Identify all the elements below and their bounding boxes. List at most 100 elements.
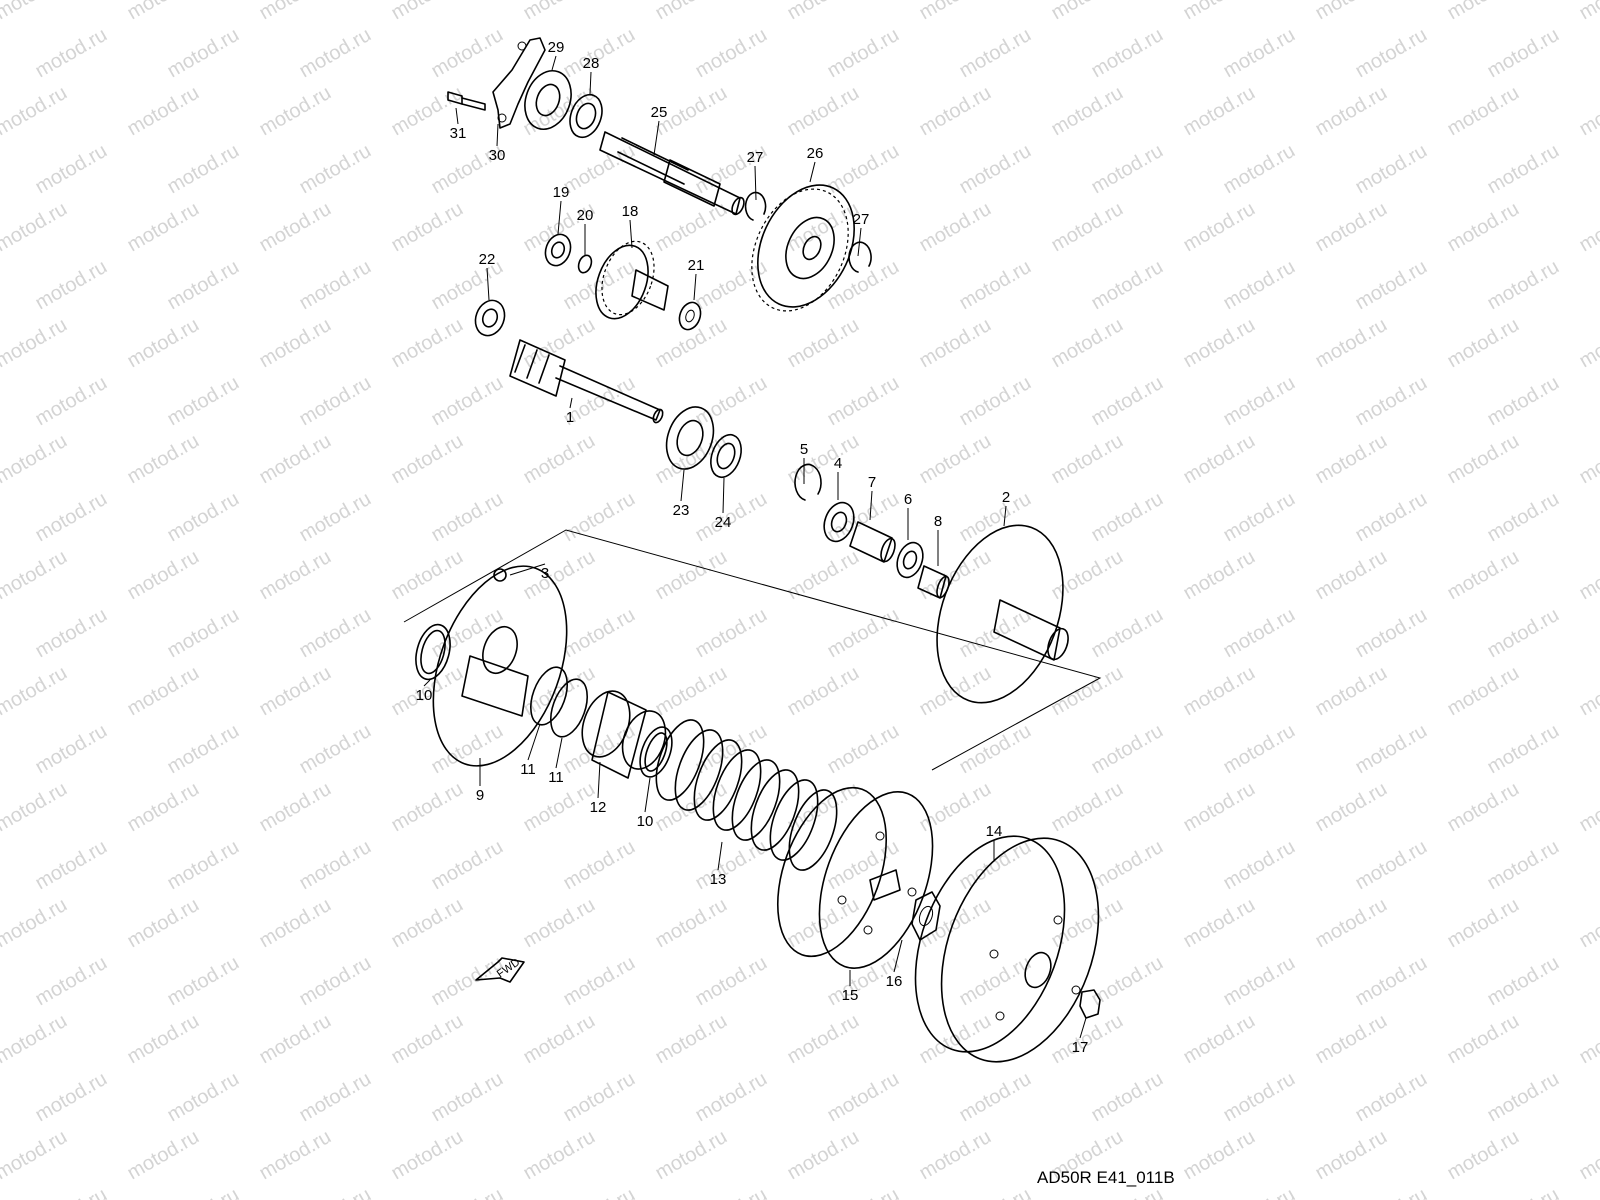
watermark-text: motod.ru [1180, 430, 1259, 489]
callout-leader [717, 841, 723, 871]
watermark-text: motod.ru [32, 952, 111, 1011]
watermark-text: motod.ru [784, 546, 863, 605]
watermark-text: motod.ru [1088, 372, 1167, 431]
watermark-text: motod.ru [164, 1184, 243, 1200]
callout-leader [557, 200, 562, 235]
callout-label: 30 [489, 147, 506, 164]
watermark-text: motod.ru [1088, 836, 1167, 895]
watermark-text: motod.ru [1576, 662, 1600, 721]
watermark-text: motod.ru [1576, 1010, 1600, 1069]
callout-label: 28 [583, 55, 600, 72]
callout-label: 6 [904, 491, 912, 508]
watermark-text: motod.ru [32, 836, 111, 895]
watermark-text: motod.ru [1048, 82, 1127, 141]
watermark-text: motod.ru [1576, 198, 1600, 257]
watermark-text: motod.ru [1220, 488, 1299, 547]
callout-leader [644, 777, 651, 813]
watermark-text: motod.ru [1220, 140, 1299, 199]
watermark-text: motod.ru [1088, 488, 1167, 547]
spring-coil [712, 749, 762, 831]
watermark-text: motod.ru [784, 894, 863, 953]
watermark-text: motod.ru [652, 894, 731, 953]
callout-leader [722, 477, 725, 514]
spring-coil [674, 729, 724, 811]
watermark-text: motod.ru [296, 24, 375, 83]
callout-label: 26 [807, 145, 824, 162]
watermark-text: motod.ru [1220, 24, 1299, 83]
callout-label: 8 [934, 513, 942, 530]
watermark-text: motod.ru [692, 1068, 771, 1127]
callout-leader [423, 679, 431, 687]
watermark-text: motod.ru [784, 0, 863, 24]
watermark-text: motod.ru [0, 1010, 71, 1069]
callout-label: 4 [834, 455, 842, 472]
watermark-text: motod.ru [1444, 198, 1523, 257]
watermark-text: motod.ru [560, 24, 639, 83]
watermark-text: motod.ru [164, 1068, 243, 1127]
watermark-text: motod.ru [388, 314, 467, 373]
callout-leader [857, 227, 862, 257]
watermark-text: motod.ru [164, 488, 243, 547]
watermark-text: motod.ru [824, 1184, 903, 1200]
watermark-text: motod.ru [652, 546, 731, 605]
watermark-text: motod.ru [388, 198, 467, 257]
watermark-text: motod.ru [32, 488, 111, 547]
watermark-text: motod.ru [520, 1010, 599, 1069]
watermark-text: motod.ru [916, 82, 995, 141]
watermark-text: motod.ru [1220, 720, 1299, 779]
watermark-text: motod.ru [916, 1126, 995, 1185]
watermark-text: motod.ru [1088, 256, 1167, 315]
watermark-text: motod.ru [0, 430, 71, 489]
callout-leader [1079, 1017, 1087, 1039]
watermark-text: motod.ru [560, 952, 639, 1011]
watermark-text: motod.ru [1048, 430, 1127, 489]
watermark-text: motod.ru [1312, 546, 1391, 605]
watermark-text: motod.ru [1576, 546, 1600, 605]
watermark-text: motod.ru [1220, 256, 1299, 315]
callout-leader [693, 273, 697, 301]
watermark-text: motod.ru [296, 256, 375, 315]
watermark-text: motod.ru [1484, 1068, 1563, 1127]
watermark-text: motod.ru [1088, 140, 1167, 199]
watermark-text: motod.ru [428, 720, 507, 779]
watermark-text: motod.ru [0, 894, 71, 953]
watermark-text: motod.ru [1312, 662, 1391, 721]
watermark-text: motod.ru [1352, 836, 1431, 895]
watermark-text: motod.ru [652, 662, 731, 721]
spring-coil [750, 769, 800, 851]
watermark-text: motod.ru [296, 952, 375, 1011]
watermark-text: motod.ru [388, 0, 467, 24]
watermark-text: motod.ru [560, 836, 639, 895]
callout-label: 9 [476, 787, 484, 804]
watermark-text: motod.ru [1484, 256, 1563, 315]
watermark-text: motod.ru [692, 952, 771, 1011]
callout-label: 13 [710, 871, 727, 888]
watermark-text: motod.ru [32, 1184, 111, 1200]
watermark-text: motod.ru [1444, 314, 1523, 373]
watermark-text: motod.ru [32, 1068, 111, 1127]
watermark-text: motod.ru [784, 662, 863, 721]
watermark-text: motod.ru [1444, 546, 1523, 605]
watermark-text: motod.ru [956, 1068, 1035, 1127]
watermark-text: motod.ru [916, 430, 995, 489]
callout-label: 19 [553, 184, 570, 201]
watermark-text: motod.ru [560, 1184, 639, 1200]
callout-label: 24 [715, 514, 732, 531]
callout-label: 11 [520, 761, 536, 778]
watermark-text: motod.ru [428, 1068, 507, 1127]
watermark-text: motod.ru [520, 0, 599, 24]
watermark-text: motod.ru [1088, 604, 1167, 663]
callout-leader [455, 107, 459, 125]
watermark-text: motod.ru [0, 314, 71, 373]
watermark-text: motod.ru [256, 198, 335, 257]
watermark-text: motod.ru [428, 372, 507, 431]
watermark-text: motod.ru [824, 372, 903, 431]
watermark-text: motod.ru [520, 430, 599, 489]
watermark-text: motod.ru [1484, 140, 1563, 199]
watermark-text: motod.ru [1444, 0, 1523, 24]
watermark-text: motod.ru [32, 256, 111, 315]
watermark-text: motod.ru [1576, 82, 1600, 141]
watermark-text: motod.ru [1048, 314, 1127, 373]
watermark-text: motod.ru [1352, 1068, 1431, 1127]
